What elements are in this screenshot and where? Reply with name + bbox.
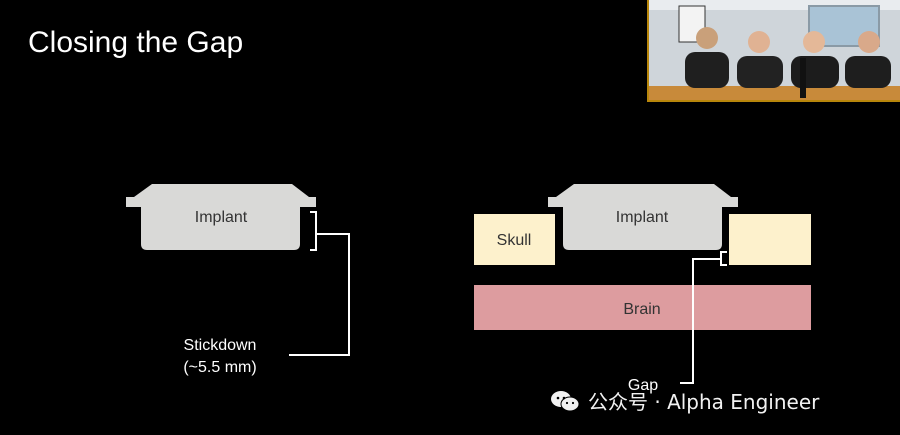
watermark-text: 公众号 · Alpha Engineer — [588, 390, 820, 414]
gap-label: Gap — [628, 377, 658, 394]
webcam-scene — [649, 0, 900, 100]
person-2 — [737, 31, 783, 88]
right-implant-shape — [548, 184, 738, 250]
person-4 — [845, 31, 891, 88]
stickdown-label-line1: Stickdown — [184, 337, 257, 354]
left-diagram: Implant Stickdown (~5.5 mm) — [126, 184, 350, 376]
left-implant-label: Implant — [195, 209, 248, 226]
wechat-icon — [551, 390, 580, 411]
wall-poster — [678, 5, 706, 43]
webcam-inset — [647, 0, 900, 102]
brain-label: Brain — [623, 301, 660, 318]
skull-left-block — [474, 214, 555, 265]
microphone — [800, 58, 806, 98]
left-implant-shape — [126, 184, 316, 250]
brain-block — [474, 285, 811, 330]
person-1 — [685, 27, 729, 88]
right-diagram: Skull Implant Brain Gap — [474, 184, 811, 394]
skull-label: Skull — [497, 232, 532, 249]
watermark: 公众号 · Alpha Engineer — [550, 386, 819, 415]
right-implant-label: Implant — [616, 209, 669, 226]
stickdown-bracket — [289, 211, 350, 356]
skull-right-block — [729, 214, 811, 265]
table — [649, 86, 900, 100]
slide-title: Closing the Gap — [28, 26, 244, 59]
gap-bracket — [680, 251, 727, 384]
stickdown-label-line2: (~5.5 mm) — [183, 359, 256, 376]
